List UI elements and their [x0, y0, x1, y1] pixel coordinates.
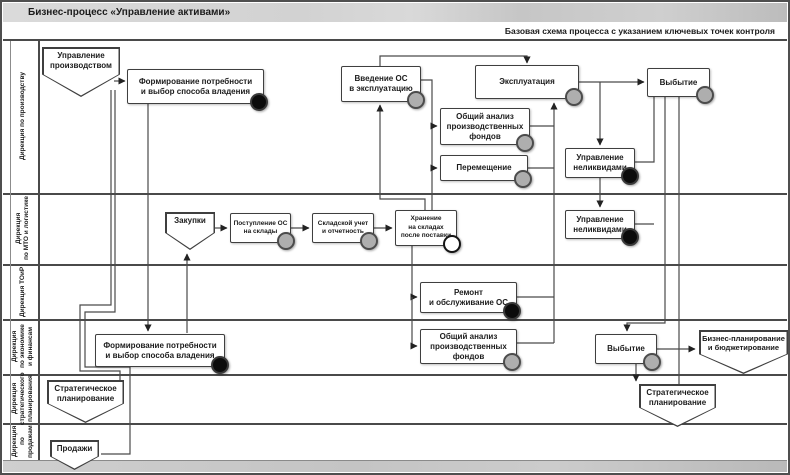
diagram-subtitle: Базовая схема процесса с указанием ключе… [504, 25, 775, 36]
box-repair-maintenance: Ремонт и обслуживание ОС [420, 282, 521, 320]
box-demand-formation-finance: Формирование потребности и выбор способа… [95, 334, 229, 374]
box-relocation: Перемещение [440, 155, 532, 188]
box-disposal-finance: Выбытие [595, 334, 661, 371]
control-point-marker [565, 88, 583, 106]
lane-divider [3, 319, 787, 321]
pentagon-procurement: Закупки [165, 212, 215, 250]
control-point-marker [514, 170, 532, 188]
frame-inner-line [10, 41, 11, 460]
box-demand-formation-production: Формирование потребности и выбор способа… [127, 69, 268, 111]
pentagon-strategic-planning-right: Стратегическое планирование [639, 384, 716, 427]
control-point-marker [643, 353, 661, 371]
pentagon-production-management: Управление производством [42, 47, 120, 97]
box-disposal-production: Выбытие [647, 68, 714, 104]
box-general-analysis-finance: Общий анализ производственных фондов [420, 329, 521, 371]
box-storage-after-delivery: Хранение на складах после поставки [395, 210, 461, 253]
control-point-marker [621, 228, 639, 246]
lane-divider [3, 39, 787, 41]
pentagon-strategic-planning-left: Стратегическое планирование [47, 380, 124, 423]
control-point-marker [503, 353, 521, 371]
lane-divider [3, 374, 787, 376]
control-point-marker [360, 232, 378, 250]
lane-label-column-border [38, 39, 40, 462]
box-os-commissioning: Введение ОС в эксплуатацию [341, 66, 425, 109]
box-illiquid-management-production: Управление неликвидами [565, 148, 639, 185]
box-os-warehouse-receipt: Поступление ОС на склады [230, 213, 295, 250]
control-point-marker [503, 302, 521, 320]
control-point-marker [277, 232, 295, 250]
lane-divider [3, 193, 787, 195]
bottom-status-strip [3, 460, 787, 472]
control-point-marker [696, 86, 714, 104]
pentagon-sales: Продажи [50, 440, 99, 470]
control-point-marker [250, 93, 268, 111]
lane-divider [3, 423, 787, 425]
box-general-analysis-production: Общий анализ производственных фондов [440, 108, 534, 152]
lane-divider [3, 264, 787, 266]
box-illiquid-management-logistics: Управление неликвидами [565, 210, 639, 246]
control-point-marker [516, 134, 534, 152]
control-point-marker [211, 356, 229, 374]
control-point-marker [443, 235, 461, 253]
control-point-marker [621, 167, 639, 185]
box-warehouse-accounting: Складской учет и отчетность [312, 213, 378, 250]
pentagon-business-planning: Бизнес-планирование и бюджетирование [699, 330, 788, 374]
box-operation: Эксплуатация [475, 65, 583, 106]
page-title: Бизнес-процесс «Управление активами» [28, 7, 231, 18]
control-point-marker [407, 91, 425, 109]
